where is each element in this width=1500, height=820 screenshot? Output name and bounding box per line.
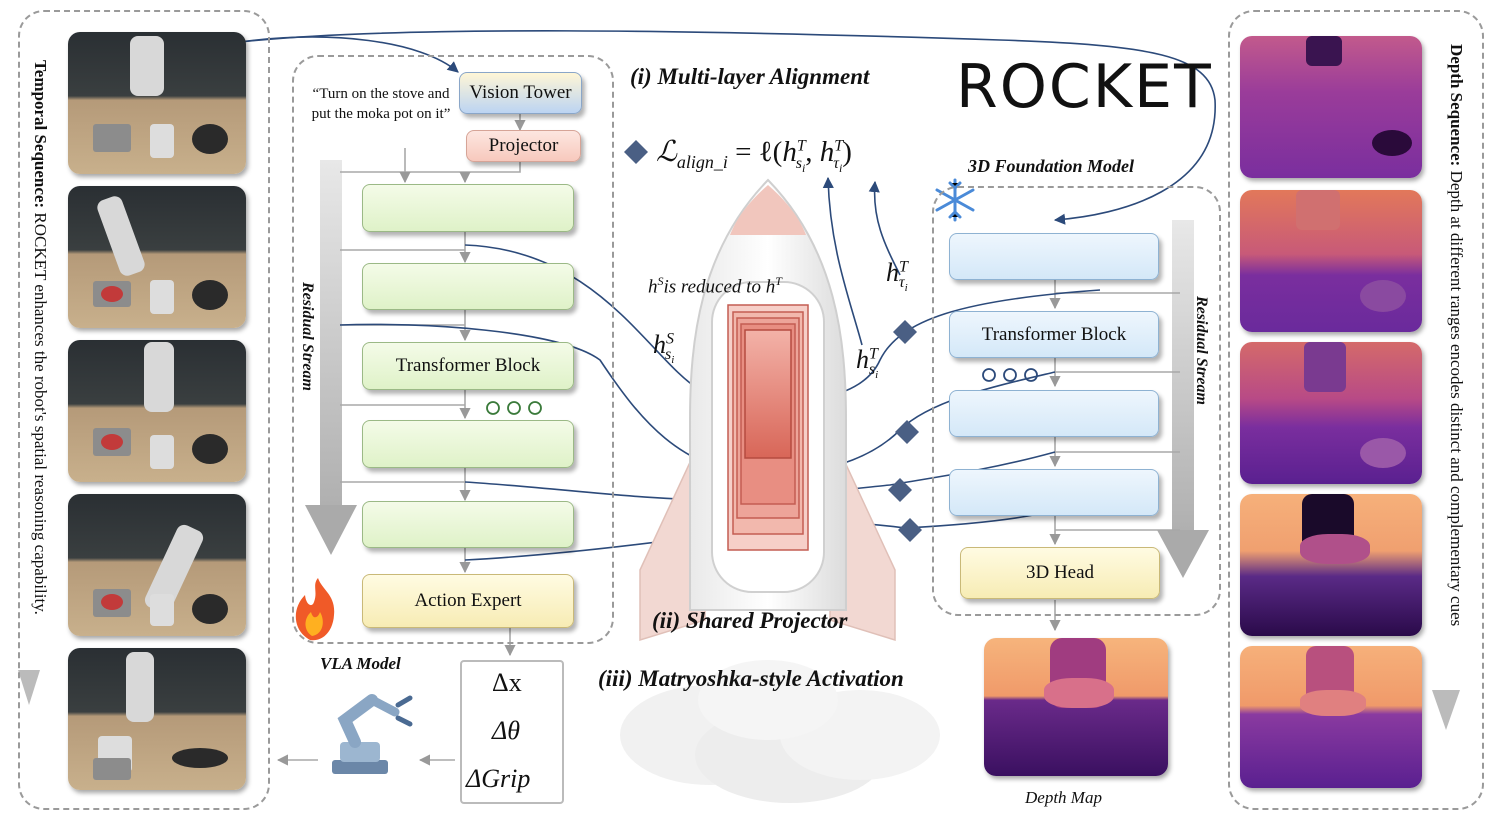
depth-frame-3	[1240, 342, 1422, 484]
vla-transformer-block: Transformer Block	[362, 342, 574, 390]
projector-block: Projector	[466, 130, 581, 162]
rocket-wordmark: ROCKET	[956, 52, 1213, 122]
depth-sequence-panel	[1228, 10, 1484, 810]
3d-layer-1	[949, 233, 1159, 280]
action-output-box	[460, 660, 564, 804]
robot-arm-icon	[332, 694, 413, 774]
h-tau-i-T-label: hTτi	[886, 258, 908, 295]
robot-frame-5	[68, 648, 246, 790]
reduction-note: hSis reduced to hT	[648, 274, 782, 298]
h-s-i-S-label: hSsi	[653, 330, 675, 367]
3d-residual-stream-label: Residual Stream	[1193, 296, 1210, 405]
depth-sequence-caption: Depth Sequence: Depth at different range…	[1447, 44, 1466, 627]
h-s-i-T-label: hTsi	[856, 345, 879, 382]
3d-transformer-block: Transformer Block	[949, 311, 1159, 358]
output-dtheta: Δθ	[492, 716, 521, 745]
loss-diamond	[624, 140, 648, 164]
3d-head-block: 3D Head	[960, 547, 1160, 599]
matryoshka-projector-stack	[727, 304, 809, 551]
vla-residual-stream-label: Residual Stream	[299, 282, 316, 391]
depth-frame-2	[1240, 190, 1422, 332]
align-diamond-1	[893, 320, 917, 344]
alignment-loss-formula: ℒalign_i = ℓ(hTsi, hTτi)	[656, 136, 852, 175]
vision-tower-block: Vision Tower	[459, 72, 582, 114]
vla-layer-2	[362, 263, 574, 310]
3d-foundation-model-panel	[932, 186, 1221, 616]
robot-frame-1	[68, 32, 246, 174]
depth-map-label: Depth Map	[1025, 788, 1102, 807]
vla-layer-4	[362, 420, 574, 468]
depth-map-image	[984, 638, 1168, 776]
temporal-sequence-caption: Temporal Sequence: ROCKET enhances the r…	[31, 60, 50, 615]
vla-layer-5	[362, 501, 574, 548]
vla-layer-1	[362, 184, 574, 232]
align-diamond-4	[898, 518, 922, 542]
instruction-text: “Turn on the stove and put the moka pot …	[311, 86, 451, 122]
output-dx: Δx	[492, 668, 522, 697]
matryoshka-activation-title: (iii) Matryoshka-style Activation	[598, 666, 904, 691]
robot-frame-2	[68, 186, 246, 328]
3d-foundation-model-title: 3D Foundation Model	[968, 156, 1135, 176]
left-panel-arrow	[18, 670, 40, 705]
depth-frame-4	[1240, 494, 1422, 636]
output-dgrip: ΔGrip	[466, 764, 531, 793]
align-diamond-3	[888, 478, 912, 502]
vla-model-label: VLA Model	[320, 654, 401, 673]
3d-layer-4	[949, 469, 1159, 516]
depth-frame-5	[1240, 646, 1422, 788]
right-panel-arrow	[1432, 690, 1460, 730]
shared-projector-title: (ii) Shared Projector	[652, 608, 848, 633]
temporal-sequence-panel	[18, 10, 270, 810]
robot-frame-4	[68, 494, 246, 636]
robot-frame-3	[68, 340, 246, 482]
action-expert-block: Action Expert	[362, 574, 574, 628]
3d-layer-3	[949, 390, 1159, 437]
multi-layer-alignment-title: (i) Multi-layer Alignment	[630, 64, 870, 89]
depth-frame-1	[1240, 36, 1422, 178]
vla-residual-stream-arrow	[305, 160, 357, 555]
vla-model-panel	[292, 55, 614, 644]
align-diamond-2	[895, 420, 919, 444]
